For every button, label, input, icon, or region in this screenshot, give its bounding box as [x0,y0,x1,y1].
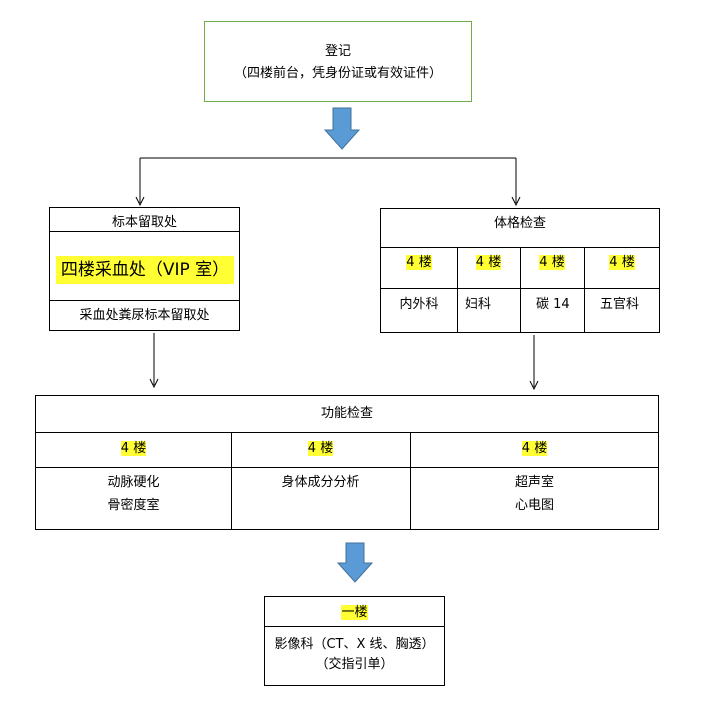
functional-floor-cell: 4 楼 [231,437,410,456]
floor-label: 4 楼 [539,255,565,270]
physical-floor-cell: 4 楼 [520,251,584,270]
functional-floor-cell: 4 楼 [410,437,659,456]
imaging-line-2: （交指引单） [315,657,394,672]
physical-exam-title: 体格检查 [493,216,546,231]
down-block-arrow-2 [336,542,374,583]
item-line: 动脉硬化 [107,475,160,490]
functional-item-arteriosclerosis: 动脉硬化 骨密度室 [36,471,231,513]
floor-label: 4 楼 [120,441,147,456]
arrowhead-right-2 [529,380,539,391]
item-line: 心电图 [514,498,554,513]
registration-title: 登记 [324,44,351,59]
sample-title: 标本留取处 [111,215,177,230]
item-line: 骨密度室 [107,498,160,513]
floor-label: 一楼 [341,605,368,620]
arrowhead-left [135,196,145,207]
floor-label: 4 楼 [521,441,548,456]
sample-note: 采血处粪尿标本留取处 [79,308,210,323]
merge-connector [153,333,535,387]
registration-subtitle: （四楼前台，凭身份证或有效证件） [233,66,442,81]
down-block-arrow-1 [323,107,361,150]
floor-label: 4 楼 [307,441,334,456]
functional-exam-box: 功能检查 4 楼 4 楼 4 楼 动脉硬化 骨密度室 身体成分分析 超声室 心电… [35,395,659,530]
floor-label: 4 楼 [475,255,502,270]
sample-location-highlight: 四楼采血处（VIP 室） [56,256,234,284]
sample-location-text: 四楼采血处（VIP 室） [60,260,230,280]
split-connector [139,157,517,203]
imaging-floor-cell: 一楼 [265,601,444,620]
imaging-line-1: 影像科（CT、X 线、胸透） [274,637,435,652]
item-line: 超声室 [514,475,554,490]
sample-box: 标本留取处 四楼采血处（VIP 室） 采血处粪尿标本留取处 [49,207,240,331]
physical-item-internal-surgery: 内外科 [399,297,439,312]
functional-item-body-composition: 身体成分分析 [231,471,410,490]
functional-exam-title: 功能检查 [320,406,373,421]
arrowhead-left-2 [149,378,159,389]
floor-label: 4 楼 [609,255,635,270]
physical-floor-cell: 4 楼 [457,251,520,270]
physical-item-gynecology: 妇科 [465,297,492,312]
functional-floor-cell: 4 楼 [36,437,231,456]
physical-item-carbon14: 碳 14 [536,297,570,312]
physical-floor-cell: 4 楼 [381,251,457,270]
arrowhead-right [511,196,521,207]
imaging-box: 一楼 影像科（CT、X 线、胸透） （交指引单） [264,596,445,686]
physical-item-ent: 五官科 [600,297,640,312]
functional-item-ultrasound: 超声室 心电图 [410,471,659,513]
physical-exam-box: 体格检查 4 楼 4 楼 4 楼 4 楼 内外科 妇科 碳 14 五官科 [380,208,660,333]
physical-floor-cell: 4 楼 [584,251,660,270]
registration-box: 登记 （四楼前台，凭身份证或有效证件） [204,21,472,102]
item-line: 身体成分分析 [281,475,360,490]
floor-label: 4 楼 [406,255,432,270]
